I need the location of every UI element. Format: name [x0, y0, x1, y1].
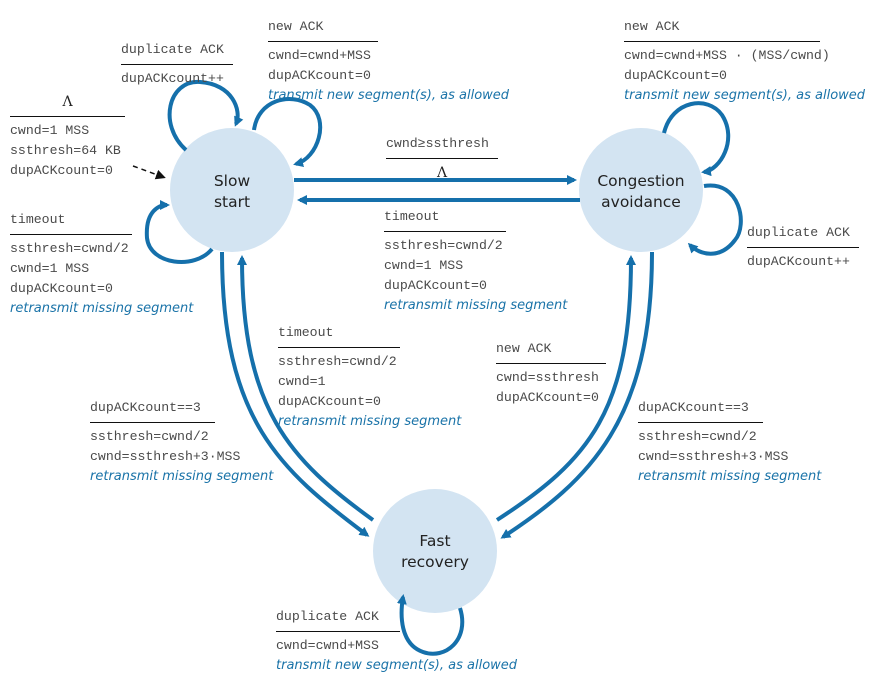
event: new ACK — [268, 17, 378, 42]
action-line: dupACKcount=0 — [10, 163, 113, 178]
action-italic: retransmit missing segment — [638, 469, 822, 484]
action-line: dupACKcount++ — [121, 71, 224, 86]
state-fast-recovery — [373, 489, 497, 613]
action-line: cwnd=1 MSS — [10, 123, 90, 138]
action-line: dupACKcount=0 — [384, 278, 487, 293]
event: duplicate ACK — [747, 223, 859, 248]
event: dupACKcount==3 — [90, 398, 215, 423]
action-italic: transmit new segment(s), as allowed — [276, 658, 518, 673]
event: new ACK — [496, 339, 606, 364]
action-italic: retransmit missing segment — [384, 298, 568, 313]
action-line: dupACKcount=0 — [278, 394, 381, 409]
state-label: start — [214, 193, 250, 211]
event: timeout — [278, 323, 400, 348]
event: duplicate ACK — [276, 607, 400, 632]
state-label: recovery — [401, 553, 469, 571]
state-label: avoidance — [601, 193, 681, 211]
loop-ss-new-ack — [252, 97, 323, 167]
initial-arrow — [132, 165, 166, 180]
label-ss-timeout: timeout ssthresh=cwnd/2 cwnd=1 MSS dupAC… — [10, 210, 193, 319]
action-line: cwnd=1 MSS — [10, 261, 90, 276]
loop-fr-dup-ack — [396, 594, 465, 656]
loop-ca-dup-ack — [687, 183, 743, 256]
label-fr-dup-ack: duplicate ACK cwnd=cwnd+MSS transmit new… — [276, 607, 517, 676]
action-line: dupACKcount=0 — [10, 281, 113, 296]
action-line: cwnd=1 MSS — [384, 258, 464, 273]
action-line: dupACKcount=0 — [268, 68, 371, 83]
action-line: dupACKcount=0 — [624, 68, 727, 83]
label-ss-to-ca: cwnd≥ssthresh Λ — [386, 134, 498, 183]
label-ss-to-fr: dupACKcount==3 ssthresh=cwnd/2 cwnd=ssth… — [90, 398, 273, 487]
loop-ca-new-ack — [662, 101, 731, 177]
action-line: cwnd=ssthresh+3·MSS — [90, 449, 241, 464]
action-line: cwnd=1 — [278, 374, 326, 389]
event-lambda: Λ — [10, 92, 125, 117]
loop-ss-timeout — [144, 200, 214, 264]
action-line: cwnd=ssthresh+3·MSS — [638, 449, 789, 464]
action-italic: retransmit missing segment — [10, 301, 194, 316]
label-initial: Λ cwnd=1 MSS ssthresh=64 KB dupACKcount=… — [10, 92, 125, 181]
action-line: ssthresh=cwnd/2 — [10, 241, 129, 256]
action-lambda: Λ — [436, 165, 448, 181]
state-label: Fast — [419, 532, 450, 550]
state-label: Slow — [214, 172, 251, 190]
action-line: cwnd=cwnd+MSS — [268, 48, 371, 63]
action-line: cwnd=ssthresh — [496, 370, 599, 385]
label-ca-new-ack: new ACK cwnd=cwnd+MSS · (MSS/cwnd) dupAC… — [624, 17, 865, 106]
label-fr-to-ca: new ACK cwnd=ssthresh dupACKcount=0 — [496, 339, 606, 408]
action-italic: retransmit missing segment — [278, 414, 462, 429]
label-ss-new-ack: new ACK cwnd=cwnd+MSS dupACKcount=0 tran… — [268, 17, 509, 106]
action-line: ssthresh=cwnd/2 — [384, 238, 503, 253]
action-italic: transmit new segment(s), as allowed — [624, 88, 866, 103]
event: dupACKcount==3 — [638, 398, 763, 423]
label-ca-to-fr: dupACKcount==3 ssthresh=cwnd/2 cwnd=ssth… — [638, 398, 821, 487]
event: timeout — [10, 210, 132, 235]
state-label: Congestion — [597, 172, 684, 190]
action-line: ssthresh=cwnd/2 — [638, 429, 757, 444]
event: cwnd≥ssthresh — [386, 134, 498, 159]
action-line: ssthresh=cwnd/2 — [278, 354, 397, 369]
state-slow-start — [170, 128, 294, 252]
action-line: ssthresh=64 KB — [10, 143, 121, 158]
action-line: dupACKcount=0 — [496, 390, 599, 405]
loop-ss-dup-ack — [167, 79, 244, 152]
arrow-ca-to-fr — [500, 251, 654, 539]
action-line: cwnd=cwnd+MSS — [276, 638, 379, 653]
state-congestion-avoidance — [579, 128, 703, 252]
arrow-fr-to-ca — [495, 255, 636, 522]
event: duplicate ACK — [121, 40, 233, 65]
action-italic: retransmit missing segment — [90, 469, 274, 484]
label-ca-dup-ack: duplicate ACK dupACKcount++ — [747, 223, 859, 272]
action-line: cwnd=cwnd+MSS · (MSS/cwnd) — [624, 48, 830, 63]
action-line: ssthresh=cwnd/2 — [90, 429, 209, 444]
event: new ACK — [624, 17, 820, 42]
event: timeout — [384, 207, 506, 232]
label-fr-to-ss: timeout ssthresh=cwnd/2 cwnd=1 dupACKcou… — [278, 323, 461, 432]
label-ca-to-ss: timeout ssthresh=cwnd/2 cwnd=1 MSS dupAC… — [384, 207, 567, 316]
arrow-fr-to-ss — [237, 255, 375, 522]
action-italic: transmit new segment(s), as allowed — [268, 88, 510, 103]
label-ss-dup-ack: duplicate ACK dupACKcount++ — [121, 40, 233, 89]
action-line: dupACKcount++ — [747, 254, 850, 269]
arrow-ss-to-fr — [220, 251, 370, 537]
